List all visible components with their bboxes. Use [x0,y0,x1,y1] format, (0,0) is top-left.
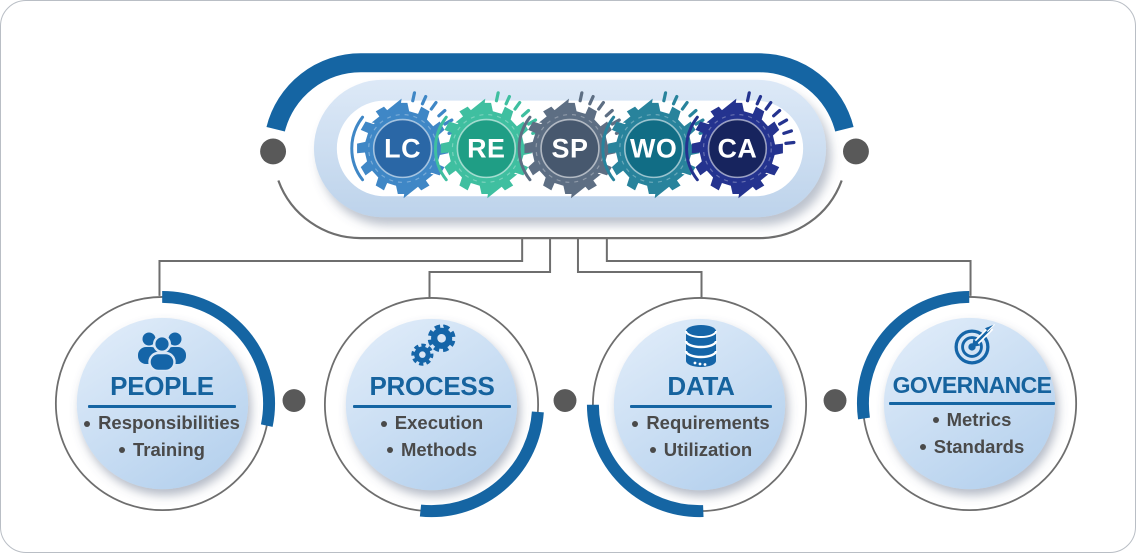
hub-gear: CA [685,91,796,199]
gear-label: CA [717,133,757,163]
separator-dot [823,389,847,413]
hub-ring-blue-arc [266,53,854,132]
hub-capsule: LC RE SP [260,53,869,240]
hub-gear: LC [350,91,461,199]
hub-gear: SP [517,91,629,199]
hub-dot-right [843,138,869,165]
gear-label: LC [384,133,421,163]
connector-lines [158,238,972,298]
node-circle-governance [856,290,1083,517]
hub-ring-gray-arc [277,180,843,240]
gear-label: WO [630,133,677,163]
gear-label: RE [467,133,505,163]
hub-dot-left [260,138,287,165]
node-circle-data [586,291,813,518]
node-circle-process [318,291,545,518]
gear-label: SP [552,133,589,163]
separator-dot [553,389,577,413]
node-circle-people [49,290,276,517]
hub-gear: RE [433,91,545,199]
separator-dot [282,389,306,413]
